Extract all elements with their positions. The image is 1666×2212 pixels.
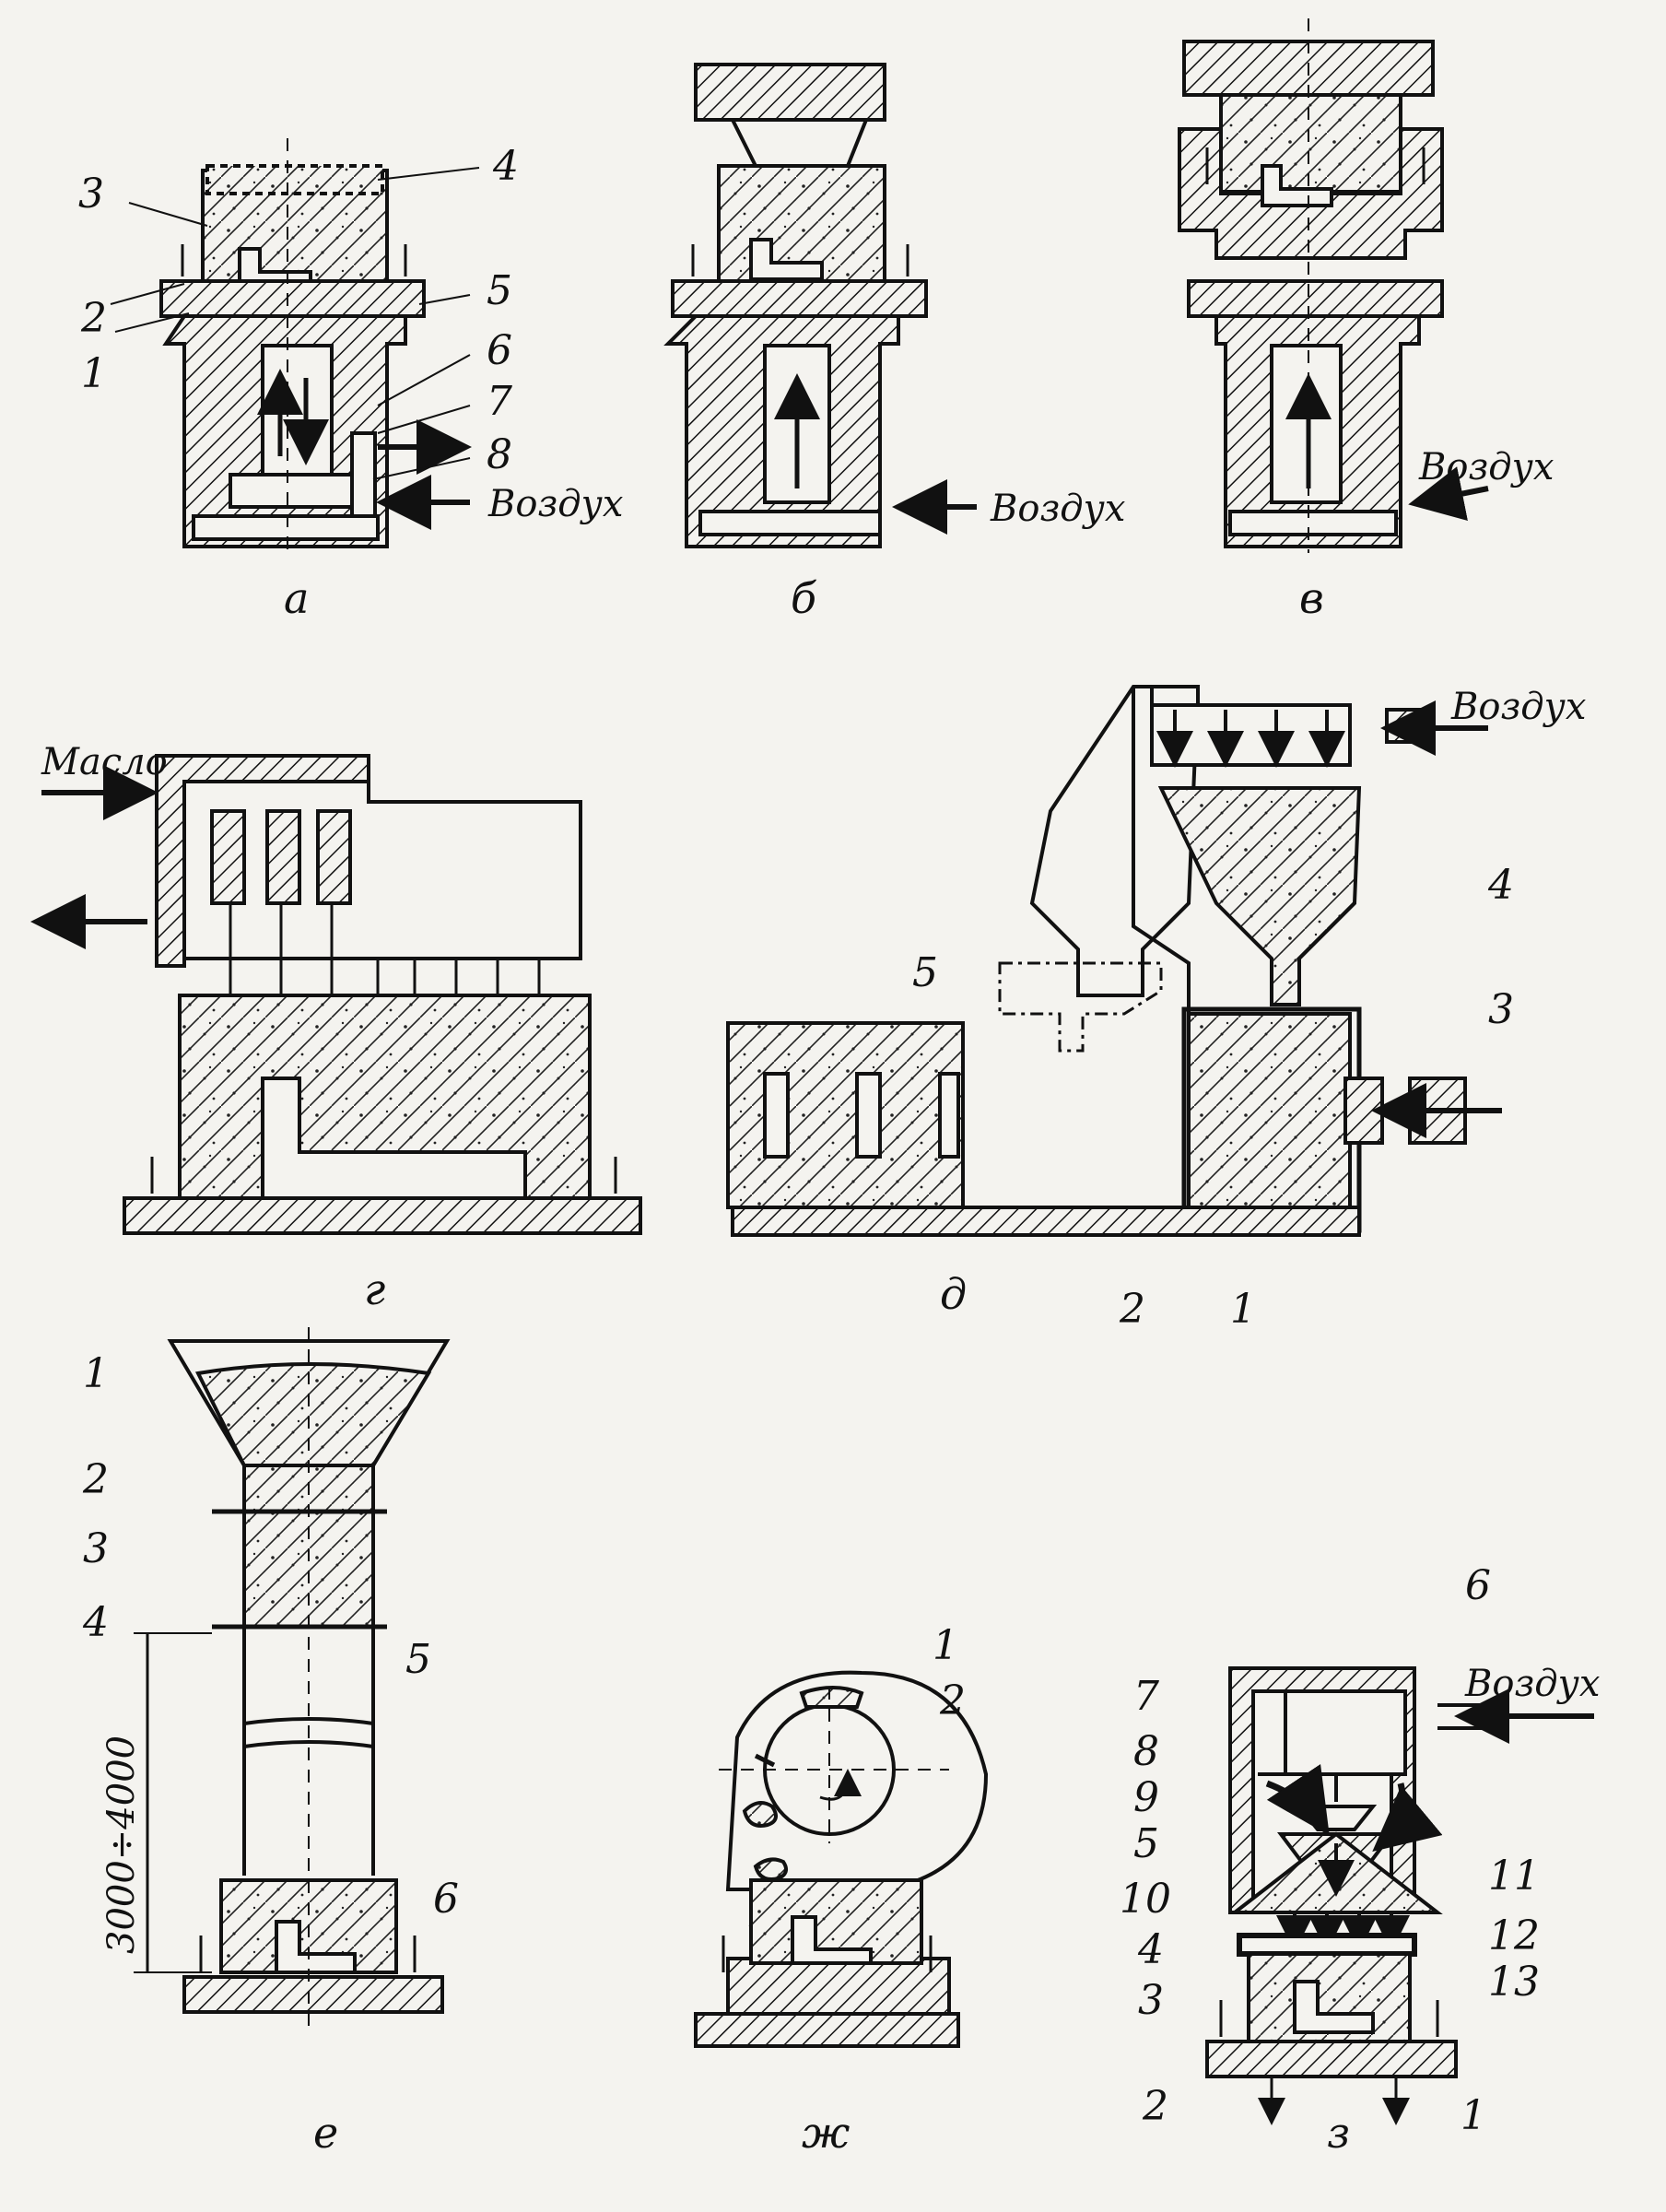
label-a-3: 3	[78, 171, 104, 218]
panel-zh	[694, 1670, 989, 2048]
panel-b	[663, 63, 977, 548]
caption-v: в	[1299, 573, 1324, 623]
dimension-label: 3000÷4000	[100, 1735, 143, 1954]
label-z-5: 5	[1133, 1820, 1159, 1867]
label-d-2: 2	[1119, 1286, 1145, 1333]
label-d-1: 1	[1230, 1286, 1256, 1333]
label-e-5: 5	[405, 1636, 431, 1683]
label-d-4: 4	[1487, 862, 1514, 909]
label-z-10: 10	[1120, 1876, 1171, 1923]
label-e-2: 2	[82, 1456, 109, 1503]
label-a-5: 5	[487, 267, 512, 314]
label-z-4: 4	[1137, 1926, 1164, 1973]
label-z-3: 3	[1138, 1977, 1164, 2024]
label-z-8: 8	[1133, 1728, 1159, 1775]
label-e-6: 6	[433, 1876, 459, 1923]
label-a-7: 7	[487, 378, 512, 425]
label-a-8: 8	[487, 431, 512, 478]
label-e-3: 3	[83, 1525, 109, 1572]
label-a-4: 4	[492, 143, 519, 190]
caption-a: а	[284, 573, 309, 623]
panel-z	[1205, 1666, 1594, 2125]
caption-d: д	[940, 1269, 967, 1319]
label-air-b: Воздух	[990, 488, 1125, 530]
caption-e: е	[313, 2108, 338, 2158]
label-z-13: 13	[1488, 1959, 1540, 2006]
panel-e	[134, 1327, 451, 2028]
caption-b: б	[791, 573, 817, 623]
label-d-5: 5	[912, 949, 938, 996]
label-z-1: 1	[1461, 2092, 1486, 2139]
panel-d	[726, 685, 1502, 1237]
label-oil: Масло	[41, 741, 168, 783]
label-z-2: 2	[1142, 2083, 1168, 2130]
label-air-v: Воздух	[1418, 446, 1554, 488]
label-air-d: Воздух	[1450, 686, 1586, 728]
panel-a	[110, 138, 480, 553]
label-air-a: Воздух	[487, 483, 623, 525]
caption-zh: ж	[802, 2108, 850, 2158]
label-d-3: 3	[1488, 986, 1514, 1033]
caption-g: г	[364, 1265, 385, 1314]
label-z-9: 9	[1133, 1774, 1159, 1821]
label-e-4: 4	[82, 1599, 109, 1646]
label-a-1: 1	[81, 350, 107, 397]
label-z-6: 6	[1465, 1562, 1491, 1609]
label-zh-1: 1	[933, 1622, 958, 1669]
label-air-z: Воздух	[1464, 1663, 1600, 1705]
panel-v	[1178, 18, 1489, 553]
label-z-12: 12	[1488, 1912, 1540, 1959]
caption-z: з	[1327, 2108, 1350, 2158]
label-a-2: 2	[80, 295, 107, 342]
label-zh-2: 2	[939, 1677, 966, 1724]
label-z-11: 11	[1488, 1853, 1540, 1900]
panel-g	[29, 754, 642, 1235]
label-e-1: 1	[83, 1350, 109, 1397]
label-z-7: 7	[1133, 1673, 1159, 1720]
label-a-6: 6	[487, 327, 512, 374]
